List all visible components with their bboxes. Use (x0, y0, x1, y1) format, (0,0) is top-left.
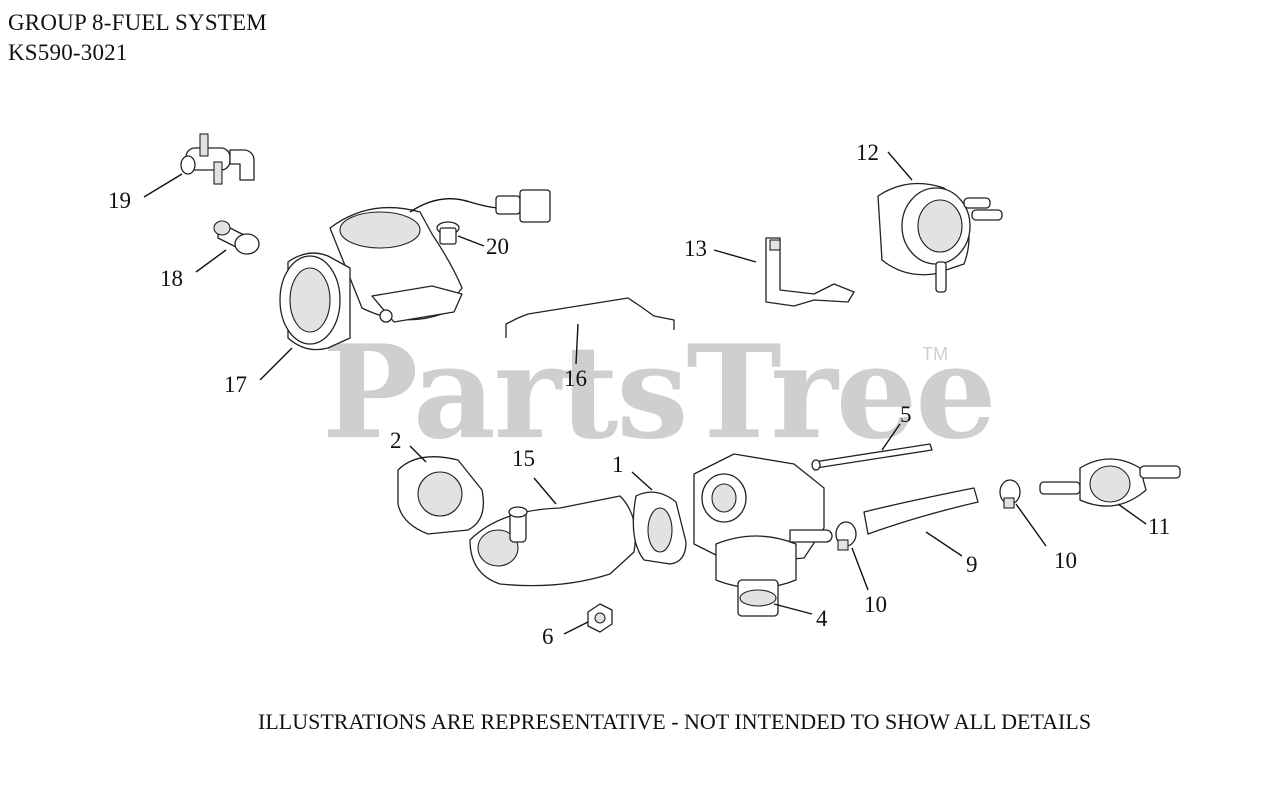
part-4-carburetor[interactable] (693, 453, 833, 617)
part-10-hose-clamp[interactable] (999, 479, 1021, 509)
part-6-nut[interactable] (587, 603, 613, 633)
callout-5: 5 (900, 402, 912, 427)
part-12-fuel-pump[interactable] (877, 182, 1003, 293)
part-20-screw[interactable] (436, 221, 460, 245)
part-15-intake-elbow[interactable] (469, 495, 637, 587)
group-title: GROUP 8-FUEL SYSTEM (8, 10, 267, 35)
part-13-bracket[interactable] (765, 237, 855, 307)
callout-15: 15 (512, 446, 535, 471)
part-18-sleeve[interactable] (213, 220, 260, 255)
callout-2: 2 (390, 428, 402, 453)
callout-10-left: 10 (864, 592, 887, 617)
callout-18: 18 (160, 266, 183, 291)
callout-20: 20 (486, 234, 509, 259)
callout-4: 4 (816, 606, 828, 631)
callout-17: 17 (224, 372, 247, 397)
illustration-disclaimer: ILLUSTRATIONS ARE REPRESENTATIVE - NOT I… (258, 709, 1092, 734)
part-17-fuel-solenoid-assembly[interactable] (279, 189, 551, 351)
part-9-fuel-line[interactable] (863, 487, 979, 535)
part-1-gasket[interactable] (632, 491, 687, 565)
part-19-fuel-shutoff-valve[interactable] (180, 133, 255, 185)
diagram-header: GROUP 8-FUEL SYSTEM KS590-3021 (8, 8, 267, 68)
callout-16: 16 (564, 366, 587, 391)
callout-numbers: 1 2 4 5 6 9 10 10 11 12 13 15 16 17 18 1… (108, 140, 1170, 649)
part-2-gasket[interactable] (397, 456, 485, 535)
callout-13: 13 (684, 236, 707, 261)
callout-12: 12 (856, 140, 879, 165)
callout-9: 9 (966, 552, 978, 577)
callout-10-right: 10 (1054, 548, 1077, 573)
part-11-fuel-filter[interactable] (1039, 458, 1181, 507)
part-16-governor-link[interactable] (505, 297, 675, 338)
part-5-shaft[interactable] (811, 443, 933, 471)
model-number: KS590-3021 (8, 40, 128, 65)
part-10-hose-clamp[interactable] (835, 521, 857, 551)
callout-11: 11 (1148, 514, 1170, 539)
callout-19: 19 (108, 188, 131, 213)
callout-6: 6 (542, 624, 554, 649)
watermark-trademark: TM (922, 344, 948, 364)
leader-lines (143, 151, 1147, 635)
callout-1: 1 (612, 452, 624, 477)
